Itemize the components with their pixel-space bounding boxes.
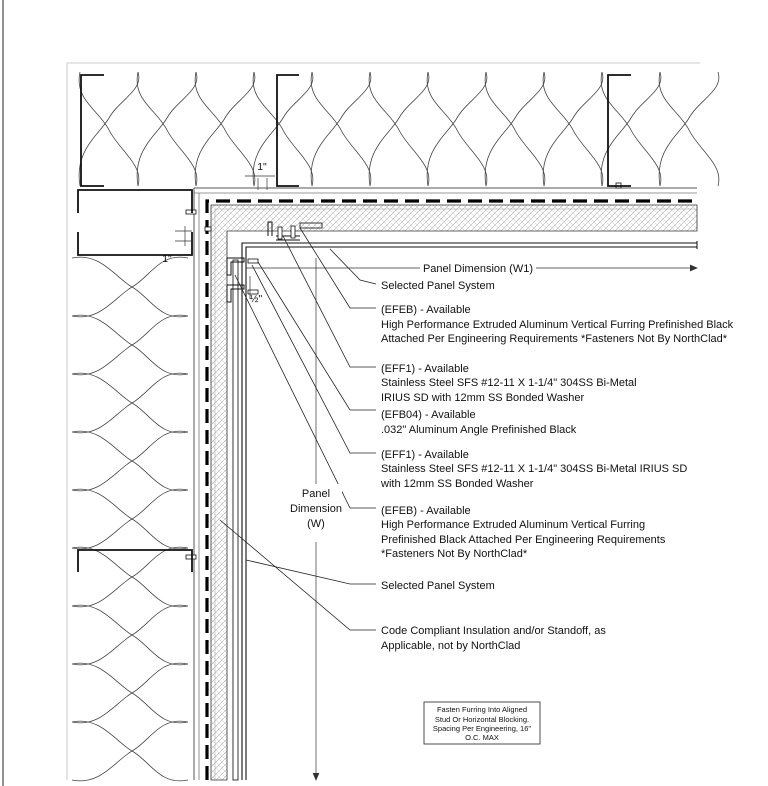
note-box	[423, 701, 541, 745]
batt-insulation-top	[78, 71, 720, 187]
callout-line: .032" Aluminum Angle Prefinished Black	[381, 424, 577, 436]
callout-efeb-top: (EFEB) - Available High Performance Extr…	[381, 304, 734, 345]
batt-lobe	[71, 662, 189, 724]
callout-line: Selected Panel System	[381, 280, 495, 292]
callout-efeb-bottom: (EFEB) - Available High Performance Extr…	[381, 505, 666, 560]
callout-line: (EFF1) - Available	[381, 449, 469, 461]
callout-insulation: Code Compliant Insulation and/or Standof…	[381, 625, 606, 652]
batt-lobe	[542, 71, 604, 187]
panel-system-inner	[245, 246, 697, 780]
callout-eff1-b: (EFF1) - Available Stainless Steel SFS #…	[380, 449, 687, 490]
batt-lobe	[78, 71, 140, 187]
vertical-furring-top	[299, 222, 323, 229]
callout-efb04: (EFB04) - Available .032" Aluminum Angle…	[381, 409, 577, 436]
batt-lobe	[600, 71, 662, 187]
insulation-board	[210, 204, 698, 781]
dimension-lines	[175, 175, 698, 781]
callout-line: Applicable, not by NorthClad	[381, 640, 520, 652]
batt-lobe	[368, 71, 430, 187]
dim-1in-top: 1"	[257, 161, 267, 173]
batt-lobe	[71, 604, 189, 666]
dim-w-line-2: Dimension	[290, 503, 342, 515]
callout-selected-panel-system-top: Selected Panel System	[381, 280, 495, 292]
callout-line: Attached Per Engineering Requirements *F…	[381, 333, 728, 345]
dim-1in-left: 1"	[162, 253, 172, 265]
note-line: Stud Or Horizontal Blocking.	[435, 715, 529, 724]
dim-half-inch: ½"	[250, 293, 263, 305]
batt-lobe	[252, 71, 314, 187]
batt-lobe	[71, 314, 189, 376]
callout-line: High Performance Extruded Aluminum Verti…	[381, 519, 645, 531]
dim-w-line-3: (W)	[307, 518, 325, 530]
batt-lobe	[136, 71, 198, 187]
panel-system-outer	[241, 242, 697, 780]
batt-lobe	[194, 71, 256, 187]
dim-w1-label: Panel Dimension (W1)	[423, 263, 533, 275]
batt-lobe	[71, 488, 189, 550]
callout-line: Prefinished Black Attached Per Engineeri…	[381, 534, 666, 546]
callout-line: Stainless Steel SFS #12-11 X 1-1/4" 304S…	[381, 377, 637, 389]
callout-eff1-a: (EFF1) - Available Stainless Steel SFS #…	[381, 363, 637, 404]
batt-lobe	[71, 720, 189, 782]
batt-lobe	[484, 71, 546, 187]
callout-line: with 12mm SS Bonded Washer	[380, 478, 534, 490]
callout-selected-panel-system-bottom: Selected Panel System	[381, 580, 495, 592]
leader-lines	[219, 227, 377, 631]
callout-line: (EFF1) - Available	[381, 363, 469, 375]
batt-lobe	[426, 71, 488, 187]
callout-line: Stainless Steel SFS #12-11 X 1-1/4" 304S…	[381, 463, 687, 475]
batt-lobe	[71, 546, 189, 608]
callout-line: High Performance Extruded Aluminum Verti…	[381, 319, 734, 331]
batt-lobe	[71, 256, 189, 318]
batt-insulation-left	[71, 256, 189, 782]
callout-line: (EFEB) - Available	[381, 304, 471, 316]
batt-lobe	[71, 430, 189, 492]
note-line: Fasten Furring Into Aligned	[437, 705, 527, 714]
dim-w-bg	[290, 484, 342, 540]
note-line: Spacing Per Engineering, 16"	[433, 724, 531, 733]
studs	[77, 74, 631, 572]
batt-lobe	[310, 71, 372, 187]
note-line: O.C. MAX	[465, 733, 499, 742]
fastening-note: Fasten Furring Into Aligned Stud Or Hori…	[423, 701, 541, 745]
batt-lobe	[71, 372, 189, 434]
callout-line: IRIUS SD with 12mm SS Bonded Washer	[381, 392, 585, 404]
callout-line: *Fasteners Not By NorthClad*	[381, 548, 528, 560]
vertical-furring-left	[232, 259, 239, 781]
callout-line: (EFB04) - Available	[381, 409, 476, 421]
callout-line: (EFEB) - Available	[381, 505, 471, 517]
air-barrier	[205, 199, 697, 780]
callout-line: Selected Panel System	[381, 580, 495, 592]
batt-lobe	[658, 71, 720, 187]
dim-w1-bg	[420, 261, 536, 275]
dim-w-line-1: Panel	[302, 488, 330, 500]
callout-line: Code Compliant Insulation and/or Standof…	[381, 625, 606, 637]
